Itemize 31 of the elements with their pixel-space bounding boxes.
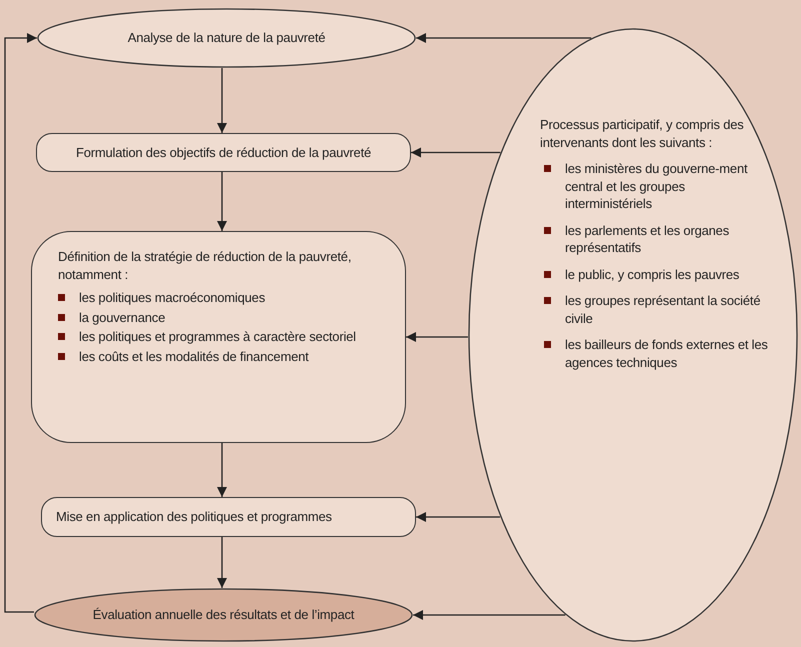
arrow: [416, 33, 592, 43]
process-box: [36, 133, 411, 172]
list-item-text: la gouvernance: [79, 308, 166, 326]
step-text: Évaluation annuelle des résultats et de l’impact: [92, 606, 354, 624]
process-box: [41, 497, 416, 537]
list-item-text: les politiques macroéconomiques: [79, 289, 266, 307]
arrow: [4, 33, 37, 613]
list-item-text: les groupes représentant la société civile: [565, 292, 762, 328]
heading-text: Processus participatif, y compris des intervenants dont les suivants :: [540, 117, 744, 150]
arrow: [411, 148, 500, 158]
arrow: [217, 443, 227, 497]
arrow: [416, 512, 500, 522]
list-item-text: les bailleurs de fonds externes et les agences techniques: [565, 336, 768, 372]
step-text: Mise en application des politiques et programmes: [56, 508, 332, 526]
process-box: [31, 231, 406, 443]
list-item-text: le public, y compris les pauvres: [565, 266, 740, 284]
oval-step: [34, 588, 413, 642]
list-item-text: les coûts et les modalités de financement: [79, 348, 309, 366]
arrow: [217, 537, 227, 588]
step-text: Analyse de la nature de la pauvreté: [128, 29, 326, 47]
arrow: [217, 68, 227, 133]
arrow: [217, 172, 227, 231]
list-item-text: les parlements et les organes représentatifs: [565, 222, 730, 257]
participation-ellipse: [468, 28, 798, 642]
list-item-text: les politiques et programmes à caractère sectoriel: [79, 328, 356, 346]
arrow: [406, 332, 468, 342]
arrow: [413, 610, 566, 620]
oval-step: [37, 8, 416, 68]
heading-text: Définition de la stratégie de réduction de la pauvreté, notamment :: [58, 249, 352, 282]
step-text: Formulation des objectifs de réduction de la pauvreté: [76, 144, 372, 162]
list-item-text: les ministères du gouverne-ment central et les groupes interministériels: [565, 160, 748, 213]
